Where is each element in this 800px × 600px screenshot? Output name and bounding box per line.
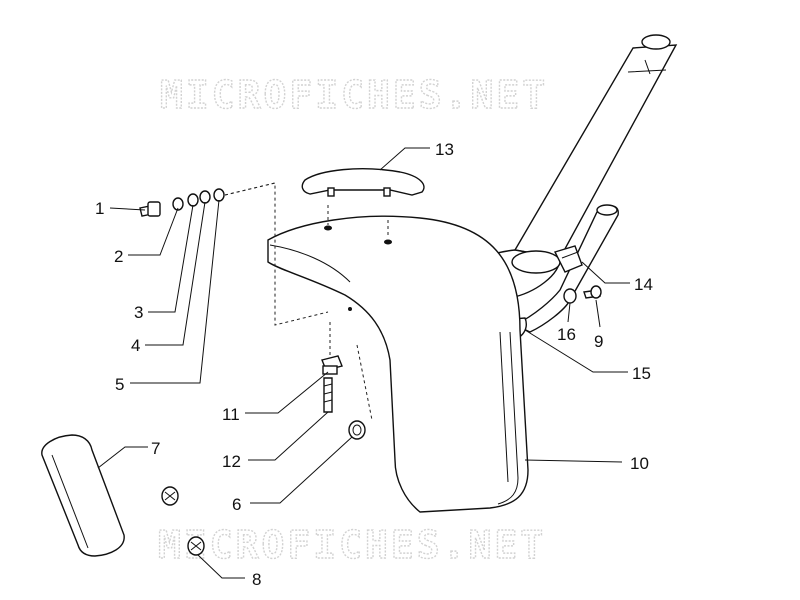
callout-13: 13 bbox=[435, 140, 454, 159]
callout-4: 4 bbox=[131, 336, 140, 355]
callout-8: 8 bbox=[252, 570, 261, 589]
callout-9: 9 bbox=[594, 332, 603, 351]
front-mudguard bbox=[224, 182, 529, 513]
callout-5: 5 bbox=[115, 375, 124, 394]
callout-3: 3 bbox=[134, 303, 143, 322]
callout-12: 12 bbox=[222, 452, 241, 471]
pad-and-clips bbox=[41, 434, 205, 557]
nut-bolt bbox=[321, 355, 343, 413]
callout-7: 7 bbox=[151, 439, 160, 458]
callout-14: 14 bbox=[634, 275, 653, 294]
callout-1: 1 bbox=[95, 199, 104, 218]
nut-6 bbox=[348, 420, 366, 440]
callout-labels: 1 2 3 4 5 6 7 8 9 10 11 12 13 14 15 16 bbox=[95, 140, 653, 589]
watermark-bottom: MICROFICHES.NET bbox=[158, 523, 546, 567]
callout-15: 15 bbox=[632, 364, 651, 383]
clamp-screw bbox=[554, 245, 602, 304]
callout-10: 10 bbox=[630, 454, 649, 473]
screw-washer-stack bbox=[139, 182, 276, 217]
leader-lines bbox=[97, 147, 630, 579]
callout-6: 6 bbox=[232, 495, 241, 514]
callout-11: 11 bbox=[222, 405, 240, 424]
callout-2: 2 bbox=[114, 247, 123, 266]
watermark-top: MICROFICHES.NET bbox=[160, 73, 548, 117]
callout-16: 16 bbox=[557, 325, 576, 344]
trim-strip bbox=[301, 168, 425, 197]
